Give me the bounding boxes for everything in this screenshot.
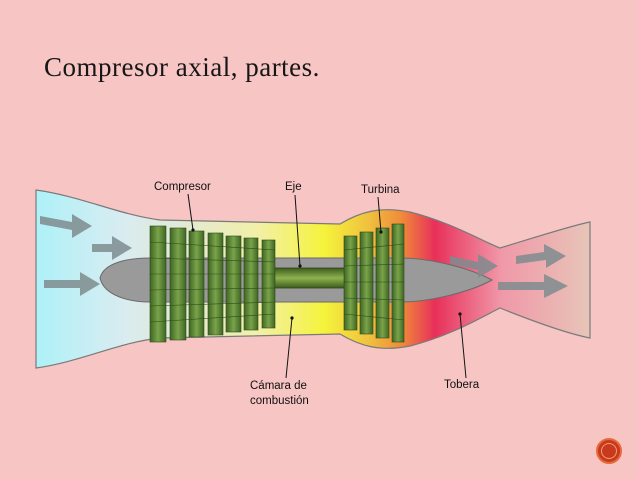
intake-arrow-icon-2 <box>92 236 132 260</box>
compressor-stage-2 <box>169 227 187 341</box>
slide-title: Compresor axial, partes. <box>44 52 320 82</box>
label-eje: Eje <box>285 181 302 193</box>
label-camara-line1: Cámara de <box>250 380 307 392</box>
compressor-stage-4 <box>207 232 224 336</box>
turbine-stage-3 <box>375 227 390 339</box>
leader-camara <box>285 317 293 379</box>
label-tobera: Tobera <box>444 379 480 391</box>
compressor-blades <box>149 225 276 343</box>
intake-arrow-icon-3 <box>44 272 100 296</box>
compressor-stage-6 <box>243 237 259 331</box>
label-camara-line2: combustión <box>250 395 309 407</box>
exhaust-arrow-icon-2 <box>516 244 566 268</box>
leader-tobera <box>459 313 467 379</box>
turbine-stage-2 <box>359 231 374 335</box>
leader-turbina <box>377 196 382 233</box>
exhaust-arrow-icon-3 <box>498 274 568 298</box>
leader-compresor <box>187 193 194 231</box>
shaft <box>269 267 351 289</box>
label-compresor: Compresor <box>154 181 211 193</box>
turbine-stage-4 <box>391 223 405 343</box>
compressor-stage-5 <box>225 235 242 333</box>
intake-arrow-icon-1 <box>40 214 92 238</box>
turbine-stage-1 <box>343 235 358 331</box>
airflow-arrows <box>40 214 568 298</box>
leader-lines <box>187 193 467 379</box>
exhaust-arrow-icon-1 <box>450 254 498 278</box>
leader-eje <box>294 194 301 267</box>
label-camara-de-combustion: Cámara de combustión <box>250 379 309 409</box>
turbine-blades <box>343 223 405 343</box>
label-turbina: Turbina <box>361 184 400 196</box>
compressor-stage-1 <box>149 225 167 343</box>
compressor-stage-3 <box>188 230 205 338</box>
turbine-blade-segments <box>343 243 405 321</box>
compressor-blade-segments <box>149 241 276 323</box>
page-number-badge-icon <box>596 438 622 464</box>
